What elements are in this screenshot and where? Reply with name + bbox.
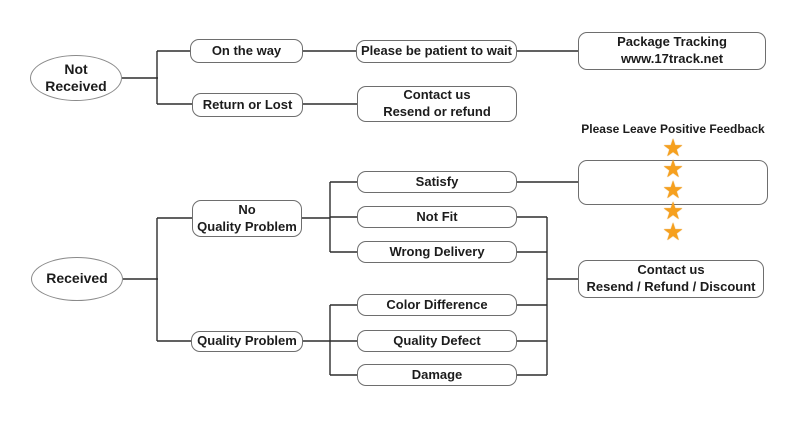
node-color-difference: Color Difference [357, 294, 517, 316]
node-contact-resend-refund: Contact us Resend or refund [357, 86, 517, 122]
node-return-or-lost: Return or Lost [192, 93, 303, 117]
node-label: Received [45, 78, 107, 94]
node-label: Received [46, 270, 108, 287]
node-satisfy: Satisfy [357, 171, 517, 193]
node-label: Quality Problem [197, 333, 297, 349]
node-label: www.17track.net [620, 51, 724, 66]
node-positive-feedback: Please Leave Positive Feedback ★★★★★ [578, 122, 768, 243]
star-icon: ★ [663, 200, 689, 224]
node-label: Quality Defect [393, 332, 481, 348]
node-label: Contact us [637, 262, 705, 278]
node-contact-discount: Contact us Resend / Refund / Discount [578, 260, 764, 298]
node-label: Damage [411, 366, 463, 382]
node-received: Received [31, 257, 123, 301]
node-wrong-delivery: Wrong Delivery [357, 241, 517, 263]
node-label: Resend or refund [383, 104, 491, 119]
node-be-patient: Please be patient to wait [356, 40, 517, 63]
star-icon: ★ [663, 179, 689, 203]
node-label: Satisfy [415, 173, 459, 189]
node-label: No [238, 201, 256, 217]
node-label: Not [64, 60, 88, 77]
node-label: Color Difference [386, 296, 488, 312]
node-no-quality-problem: No Quality Problem [192, 200, 302, 237]
node-label: Please be patient to wait [361, 43, 512, 59]
node-label: Contact us [403, 87, 471, 103]
star-rating: ★★★★★ [658, 138, 689, 243]
node-not-received: Not Received [30, 55, 122, 101]
node-label: Return or Lost [202, 96, 293, 112]
star-icon: ★ [663, 158, 689, 182]
node-on-the-way: On the way [190, 39, 303, 63]
node-quality-defect: Quality Defect [357, 330, 517, 352]
star-icon: ★ [663, 221, 689, 245]
node-damage: Damage [357, 364, 517, 386]
node-package-tracking: Package Tracking www.17track.net [578, 32, 766, 70]
node-not-fit: Not Fit [357, 206, 517, 228]
node-label: On the way [211, 42, 282, 58]
node-label: Quality Problem [197, 218, 297, 234]
node-quality-problem: Quality Problem [191, 331, 303, 352]
node-label: Not Fit [416, 208, 458, 224]
node-label: Resend / Refund / Discount [586, 279, 756, 294]
node-label: Please Leave Positive Feedback [581, 121, 765, 136]
node-label: Package Tracking [617, 34, 727, 50]
star-icon: ★ [663, 137, 689, 161]
node-label: Wrong Delivery [389, 243, 485, 259]
